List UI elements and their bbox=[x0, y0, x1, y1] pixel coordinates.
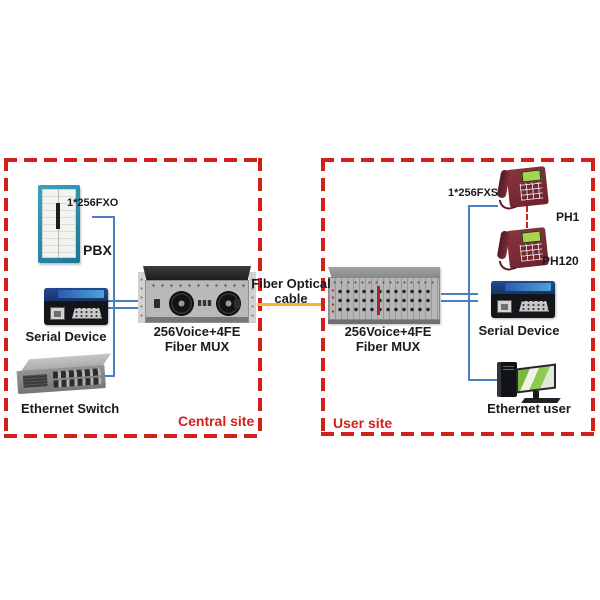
phone-range-dashed-line bbox=[526, 206, 528, 228]
user-mux-link-top bbox=[441, 293, 478, 295]
ph120-label: PH120 bbox=[542, 254, 579, 268]
mux-label-line1: 256Voice+4FE bbox=[153, 324, 241, 339]
db9-port-icon bbox=[519, 300, 549, 312]
ethernet-switch-icon bbox=[16, 352, 111, 400]
phone-cord bbox=[498, 196, 517, 212]
device-sticker bbox=[58, 290, 104, 298]
phone-keypad bbox=[519, 181, 544, 201]
mux-top-panel bbox=[328, 267, 440, 277]
central-site-label: Central site bbox=[178, 413, 255, 429]
computer-icon bbox=[495, 360, 563, 404]
screw-row bbox=[149, 283, 245, 288]
fiber-cable-label-line1: Fiber Optical bbox=[251, 276, 331, 291]
device-top-panel bbox=[44, 288, 108, 301]
switch-front-face bbox=[16, 365, 106, 395]
fxs-port-label: 1*256FXS bbox=[448, 187, 499, 199]
led-column bbox=[331, 287, 335, 315]
site-border-right bbox=[258, 158, 262, 438]
site-border-right bbox=[591, 158, 595, 436]
port-dot-grid bbox=[336, 287, 433, 316]
screw-row bbox=[331, 280, 437, 285]
mux-card-slots bbox=[328, 277, 440, 320]
pbx-link-line bbox=[92, 216, 115, 218]
rj45-port-icon bbox=[497, 299, 512, 313]
device-top-panel bbox=[491, 281, 555, 294]
central-bus-line bbox=[113, 216, 115, 377]
pbx-face bbox=[42, 189, 76, 258]
fiber-cable-line bbox=[257, 303, 321, 306]
site-border-left bbox=[321, 158, 325, 436]
mux-front-panel bbox=[145, 280, 249, 323]
phone-link-line bbox=[468, 205, 498, 207]
switch-link-line bbox=[97, 375, 115, 377]
pc-tower bbox=[497, 362, 517, 397]
serial-device-label: Serial Device bbox=[478, 323, 560, 338]
mux-top-panel bbox=[143, 266, 251, 280]
rack-ear bbox=[249, 272, 256, 323]
mux-bottom-strip bbox=[146, 317, 248, 322]
ph1-label: PH1 bbox=[556, 210, 580, 224]
pc-monitor bbox=[516, 363, 556, 394]
ethernet-switch-label: Ethernet Switch bbox=[21, 401, 120, 416]
site-border-top bbox=[321, 158, 595, 162]
site-border-bottom bbox=[4, 434, 262, 438]
pc-screen bbox=[518, 365, 554, 392]
fiber-mux-icon bbox=[138, 266, 256, 323]
pc-stand bbox=[533, 391, 539, 398]
device-sticker bbox=[505, 283, 551, 291]
mux-bottom-strip bbox=[328, 320, 440, 324]
central-mux-link-top bbox=[103, 300, 138, 302]
mux-label-line2: Fiber MUX bbox=[355, 339, 421, 354]
computer-link-line bbox=[468, 379, 498, 381]
serial-device-icon bbox=[44, 288, 108, 325]
user-mux-link-bottom bbox=[441, 300, 478, 302]
fiber-cable-label-line2: cable bbox=[274, 291, 308, 306]
user-site-label: User site bbox=[333, 415, 393, 431]
rack-ear bbox=[138, 272, 145, 323]
mux-connector bbox=[154, 299, 160, 308]
device-front-panel bbox=[491, 294, 555, 318]
phone-screen bbox=[521, 169, 542, 183]
ethernet-user-label: Ethernet user bbox=[487, 401, 571, 416]
port-row bbox=[53, 377, 102, 388]
mux-label-line1: 256Voice+4FE bbox=[344, 324, 432, 339]
serial-device-label: Serial Device bbox=[25, 329, 107, 344]
pbx-cabinet-icon bbox=[38, 185, 80, 263]
serial-device-icon bbox=[491, 281, 555, 318]
rj45-port-icon bbox=[50, 306, 65, 320]
telephone-icon bbox=[496, 226, 549, 273]
fiber-mux-icon bbox=[328, 267, 440, 324]
phone-screen bbox=[521, 230, 542, 244]
phone-keypad bbox=[519, 242, 544, 262]
vent-grille bbox=[22, 374, 48, 388]
central-mux-link-bottom bbox=[103, 307, 138, 309]
device-front-panel bbox=[44, 301, 108, 325]
db9-port-icon bbox=[72, 307, 102, 319]
site-border-bottom bbox=[321, 432, 595, 436]
mux-label-line2: Fiber MUX bbox=[164, 339, 230, 354]
pbx-label: PBX bbox=[83, 242, 112, 258]
site-border-top bbox=[4, 158, 262, 162]
site-border-left bbox=[4, 158, 8, 438]
pbx-port-label: 1*256FXO bbox=[67, 197, 119, 209]
phone-cord bbox=[498, 257, 517, 273]
pbx-slot bbox=[55, 203, 60, 230]
mux-connector bbox=[198, 300, 212, 306]
telephone-icon bbox=[496, 165, 549, 212]
mux-connector bbox=[234, 299, 240, 308]
fan-icon bbox=[169, 291, 194, 316]
red-card-stripe bbox=[377, 286, 380, 315]
